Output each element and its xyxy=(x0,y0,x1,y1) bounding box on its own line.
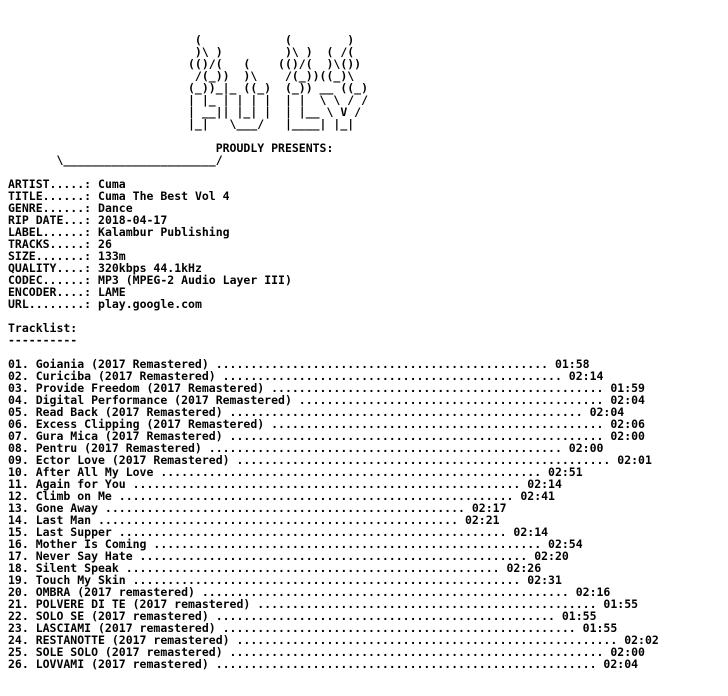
info-key: RIP DATE...: xyxy=(8,213,92,227)
info-value: Cuma The Best Vol 4 xyxy=(98,189,230,203)
track-row: 10. After All My Love ..................… xyxy=(8,465,583,479)
info-value: 2018-04-17 xyxy=(98,213,168,227)
track-row: 15. Last Supper ........................… xyxy=(8,525,549,539)
nfo-document: ( ( ) )\ ) )\ ) ( /( (()/( ( (()/( )\())… xyxy=(8,34,659,670)
info-key: URL........: xyxy=(8,297,92,311)
info-value: LAME xyxy=(98,285,126,299)
info-row: CODEC......: MP3 (MPEG-2 Audio Layer III… xyxy=(8,274,659,286)
info-key: ENCODER....: xyxy=(8,285,92,299)
info-key: QUALITY....: xyxy=(8,261,92,275)
info-row: ENCODER....: LAME xyxy=(8,286,659,298)
info-row: URL........: play.google.com xyxy=(8,298,659,310)
info-value: 26 xyxy=(98,237,112,251)
track-row: 06. Excess Clipping (2017 Remastered) ..… xyxy=(8,417,645,431)
info-key: SIZE.......: xyxy=(8,249,92,263)
logo-line: (()/( ( (()/( )\()) xyxy=(8,57,362,71)
track-row: 02. Curiciba (2017 Remastered) .........… xyxy=(8,369,604,383)
info-row: TITLE......: Cuma The Best Vol 4 xyxy=(8,190,659,202)
info-value: 133m xyxy=(98,249,126,263)
info-key: TRACKS.....: xyxy=(8,237,92,251)
tracklist-rule: ---------- xyxy=(8,333,78,347)
track-row: 13. Gone Away ..........................… xyxy=(8,501,507,515)
track-row: 16. Mother Is Coming ...................… xyxy=(8,537,583,551)
track-row: 01. Goiania (2017 Remastered) ..........… xyxy=(8,357,590,371)
track-row: 22. SOLO SE (2017 remastered) ..........… xyxy=(8,609,597,623)
track-row: 17. Never Say Hate .....................… xyxy=(8,549,569,563)
info-value: 320kbps 44.1kHz xyxy=(98,261,202,275)
info-key: LABEL......: xyxy=(8,225,92,239)
track-row: 03. Provide Freedom (2017 Remastered) ..… xyxy=(8,381,645,395)
track-row: 04. Digital Performance (2017 Remastered… xyxy=(8,393,645,407)
spacer xyxy=(8,310,659,322)
logo-line: |_| \___/ |____| |_| xyxy=(8,117,355,131)
track-row: 26. LOVVAMI (2017 remastered) ..........… xyxy=(8,657,639,671)
info-key: TITLE......: xyxy=(8,189,92,203)
info-value: play.google.com xyxy=(98,297,202,311)
logo-line: (_))_|_ ((_) (_)) __ ((_) xyxy=(8,81,369,95)
info-value: MP3 (MPEG-2 Audio Layer III) xyxy=(98,273,292,287)
presents-heading: PROUDLY PRESENTS: xyxy=(8,141,334,155)
track-row: 08. Pentru (2017 Remastered) ...........… xyxy=(8,441,604,455)
logo-line: /(_)) )\ /(_))((_)\ xyxy=(8,69,355,83)
logo-line: )\ ) )\ ) ( /( xyxy=(8,45,355,59)
info-row: LABEL......: Kalambur Publishing xyxy=(8,226,659,238)
track-row: 07. Gura Mica (2017 Remastered) ........… xyxy=(8,429,645,443)
track-row: 25. SOLE SOLO (2017 remastered) ........… xyxy=(8,645,645,659)
info-value: Kalambur Publishing xyxy=(98,225,230,239)
presents-underline: \______________________/ xyxy=(8,153,223,167)
track-row: 18. Silent Speak .......................… xyxy=(8,561,542,575)
track-row: 12. Climb on Me ........................… xyxy=(8,489,555,503)
info-key: CODEC......: xyxy=(8,273,92,287)
logo-line: ( ( ) xyxy=(8,33,355,47)
info-row: SIZE.......: 133m xyxy=(8,250,659,262)
track-row: 05. Read Back (2017 Remastered) ........… xyxy=(8,405,625,419)
info-row: ARTIST.....: Cuma xyxy=(8,178,659,190)
logo-line: | __|| |_| | | |__ \ V / xyxy=(8,105,362,119)
track-row: 14. Last Man ...........................… xyxy=(8,513,500,527)
track-row: 09. Ector Love (2017 Remastered) .......… xyxy=(8,453,652,467)
track-row: 19. Touch My Skin ......................… xyxy=(8,573,562,587)
info-key: GENRE......: xyxy=(8,201,92,215)
logo-line: | |_ | | | | | | \ \ / / xyxy=(8,93,369,107)
tracklist-title: Tracklist: xyxy=(8,321,78,335)
track-row: 24. RESTANOTTE (2017 remastered) .......… xyxy=(8,633,659,647)
track-row: 23. LASCIAMI (2017 remastered) .........… xyxy=(8,621,618,635)
info-key: ARTIST.....: xyxy=(8,177,92,191)
info-row: GENRE......: Dance xyxy=(8,202,659,214)
info-row: RIP DATE...: 2018-04-17 xyxy=(8,214,659,226)
info-value: Dance xyxy=(98,201,133,215)
info-row: TRACKS.....: 26 xyxy=(8,238,659,250)
info-value: Cuma xyxy=(98,177,126,191)
track-row: 20. OMBRA (2017 remastered) ............… xyxy=(8,585,611,599)
track-row: 21. POLVERE DI TE (2017 remastered) ....… xyxy=(8,597,639,611)
info-row: QUALITY....: 320kbps 44.1kHz xyxy=(8,262,659,274)
track-row: 11. Again for You ......................… xyxy=(8,477,562,491)
